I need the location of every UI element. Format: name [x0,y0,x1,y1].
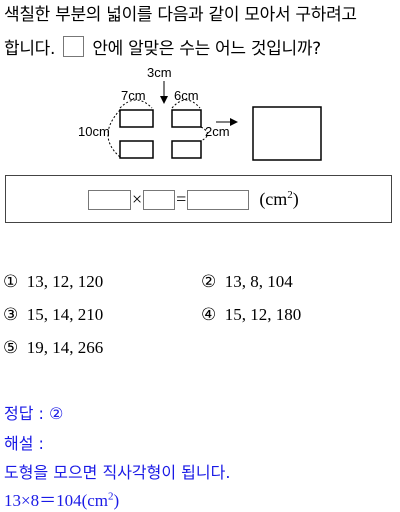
answer-line: 정답 : ② [4,404,64,423]
choice-5[interactable]: ⑤ 19, 14, 266 [3,338,103,358]
choice-2-text: 13, 8, 104 [224,272,293,291]
choice-4-text: 15, 12, 180 [224,305,302,324]
choice-3-mark: ③ [3,305,19,324]
explanation-label: 해설 : [4,434,44,453]
blank-3[interactable] [187,189,250,210]
formula-exponent: 2 [108,490,114,503]
formula-close: ) [113,491,120,510]
down-arrow-icon [160,96,168,104]
unit-label: (cm2) [259,189,298,210]
blank-box-icon [63,36,85,57]
choice-1-text: 13, 12, 120 [26,272,104,291]
right-arrow-icon [230,118,238,126]
choice-2-mark: ② [201,272,217,291]
choice-2[interactable]: ② 13, 8, 104 [201,272,293,292]
unit-exponent: 2 [287,189,293,201]
choice-4[interactable]: ④ 15, 12, 180 [201,305,301,325]
blank-1[interactable] [88,189,131,210]
choice-4-mark: ④ [201,305,217,324]
label-left-width: 7cm [121,88,146,103]
equation-row: × = (cm2) [88,189,299,210]
unit-close: ) [292,189,299,209]
brace-gap [200,126,208,142]
piece-top-right [171,109,202,128]
brace-left-width [119,99,153,109]
choice-3-text: 15, 14, 210 [26,305,104,324]
shape-figure: 3cm 7cm 6cm 10cm 2cm [78,65,322,161]
choice-3[interactable]: ③ 15, 14, 210 [3,305,103,325]
formula-line: 13×8＝104(cm2) [4,486,119,511]
choice-1[interactable]: ① 13, 12, 120 [3,272,103,292]
label-arrow-gap: 2cm [205,124,230,139]
piece-bottom-right [171,140,202,159]
equals-sign: = [176,189,187,209]
choice-5-mark: ⑤ [3,338,19,357]
question-line-2-end: 안에 알맞은 수는 어느 것입니까? [92,39,321,59]
choice-1-mark: ① [3,272,19,291]
label-height: 10cm [78,124,110,139]
piece-top-left [119,109,154,128]
explanation-text: 도형을 모으면 직사각형이 됩니다. [4,463,231,482]
brace-right-width [171,99,201,109]
combined-rectangle [252,106,322,161]
unit-base: (cm [259,189,288,209]
formula-base: 13×8＝104(cm [4,491,109,510]
piece-bottom-left [119,140,154,159]
times-sign: × [132,189,143,209]
question-line-2: 합니다. 안에 알맞은 수는 어느 것입니까? [4,36,321,60]
equation-box: × = (cm2) [5,175,392,223]
question-line-1: 색칠한 부분의 넓이를 다음과 같이 모아서 구하려고 [4,5,357,25]
brace-height [107,109,121,158]
question-line-2-start: 합니다. [4,39,56,59]
label-right-width: 6cm [174,88,199,103]
choice-5-text: 19, 14, 266 [26,338,104,357]
blank-2[interactable] [143,189,176,210]
label-top-gap: 3cm [147,65,172,80]
